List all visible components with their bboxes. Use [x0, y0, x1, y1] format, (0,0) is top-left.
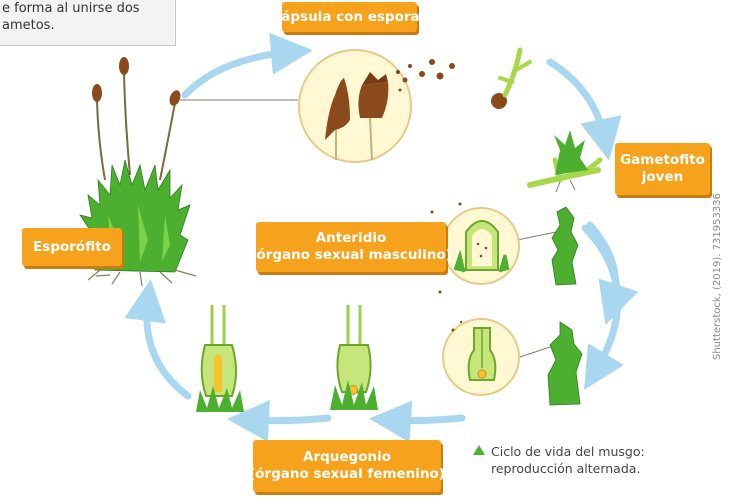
- image-credit: Shutterstock, (2019). 731953336: [712, 193, 724, 360]
- label-arquegonio-line2: (órgano sexual femenino): [249, 466, 445, 482]
- label-esporofito-text: Esporófito: [33, 238, 111, 255]
- caption-line-1: Ciclo de vida del musgo:: [491, 444, 645, 459]
- archegonium-plant-illustration: [330, 305, 378, 410]
- intro-line-2: ametos.: [2, 18, 55, 33]
- label-gametofito-joven: Gametofito joven: [615, 143, 710, 195]
- arrow-spores-to-gametofito: [546, 58, 622, 161]
- intro-text-box: e forma al unirse dos ametos.: [0, 0, 176, 46]
- caption-line-2: reproducción alternada.: [491, 461, 641, 476]
- label-anteridio: Anteridio (órgano sexual masculino): [250, 222, 452, 272]
- label-arquegonio-line1: Arquegonio: [303, 449, 391, 465]
- arrow-arquegonio-to-sporophyte: [227, 400, 332, 442]
- female-gametophyte-illustration: [547, 321, 583, 406]
- intro-line-1: e forma al unirse dos: [2, 1, 140, 16]
- label-capsula-text: Cápsula con esporas: [271, 8, 428, 25]
- label-gametofito-line2: joven: [641, 169, 684, 185]
- label-arquegonio: Arquegonio (órgano sexual femenino): [249, 440, 445, 492]
- young-sporophyte-illustration: [196, 305, 244, 412]
- archegonium-circle-illustration: [442, 318, 557, 396]
- male-gametophyte-illustration: [551, 206, 579, 286]
- arrow-to-esporofito: [124, 279, 192, 400]
- antheridium-circle-illustration: [430, 202, 557, 294]
- cycle-arrows: [124, 32, 639, 443]
- arrow-to-arquegonio-plant: [369, 400, 466, 443]
- caption-bullet-icon: [473, 445, 485, 455]
- young-gametophyte-illustration: [527, 130, 603, 193]
- arrow-esporofito-to-capsula: [181, 32, 313, 99]
- capsule-circle-illustration: [298, 49, 455, 163]
- label-gametofito-line1: Gametofito: [620, 152, 705, 168]
- label-capsula-con-esporas: Cápsula con esporas: [271, 2, 428, 32]
- label-anteridio-line1: Anteridio: [315, 230, 387, 246]
- germinating-spore-illustration: [491, 47, 532, 109]
- arrow-gametofito-to-arquegonio: [581, 224, 624, 390]
- label-esporofito: Esporófito: [22, 228, 122, 266]
- image-credit-text: Shutterstock, (2019). 731953336: [712, 193, 723, 360]
- label-anteridio-line2: (órgano sexual masculino): [250, 247, 452, 263]
